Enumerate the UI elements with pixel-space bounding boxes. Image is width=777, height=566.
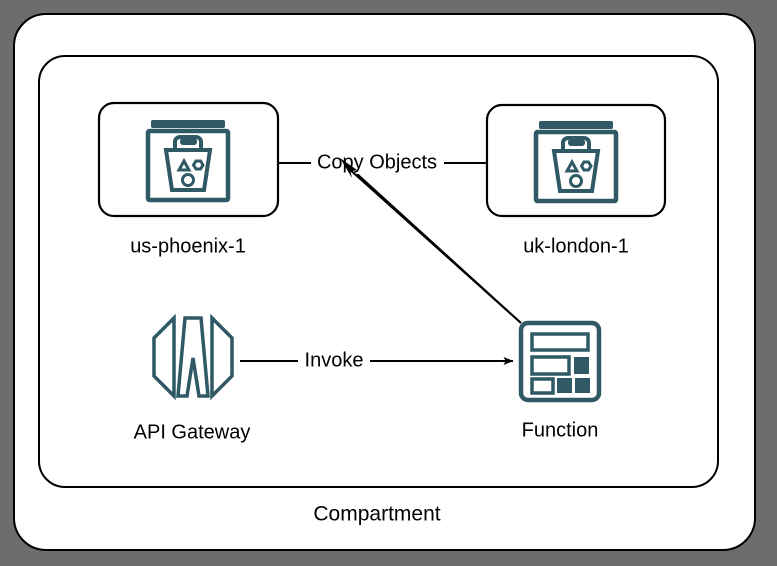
node-function-label: Function — [522, 419, 599, 441]
node-function[interactable]: Function — [518, 320, 602, 441]
edge-function-to-copy-arrowhead — [340, 158, 522, 324]
edge-copy-objects-label-group: Copy Objects — [311, 151, 444, 174]
edge-invoke-label: Invoke — [305, 349, 364, 371]
edge-function-to-copy-shaft — [347, 167, 522, 324]
node-api-gateway-label: API Gateway — [134, 421, 251, 443]
object-storage-bucket-icon — [533, 121, 619, 204]
object-storage-bucket-icon — [145, 120, 231, 203]
compartment-label: Compartment — [313, 503, 440, 526]
node-us-phoenix-1[interactable]: us-phoenix-1 — [97, 101, 280, 257]
node-uk-london-1-box[interactable] — [485, 103, 667, 218]
edge-invoke-label-bg — [298, 350, 370, 372]
edge-invoke-label-group: Invoke — [298, 349, 370, 372]
node-api-gateway[interactable]: API Gateway — [134, 313, 251, 443]
node-uk-london-1[interactable]: uk-london-1 — [485, 103, 667, 257]
api-gateway-icon — [152, 313, 234, 401]
node-us-phoenix-1-box[interactable] — [97, 101, 280, 218]
edge-copy-objects-label-bg — [311, 152, 444, 174]
function-icon — [518, 320, 602, 403]
node-us-phoenix-1-label: us-phoenix-1 — [130, 235, 246, 257]
edge-copy-objects-label: Copy Objects — [317, 151, 437, 173]
node-uk-london-1-label: uk-london-1 — [523, 235, 629, 257]
